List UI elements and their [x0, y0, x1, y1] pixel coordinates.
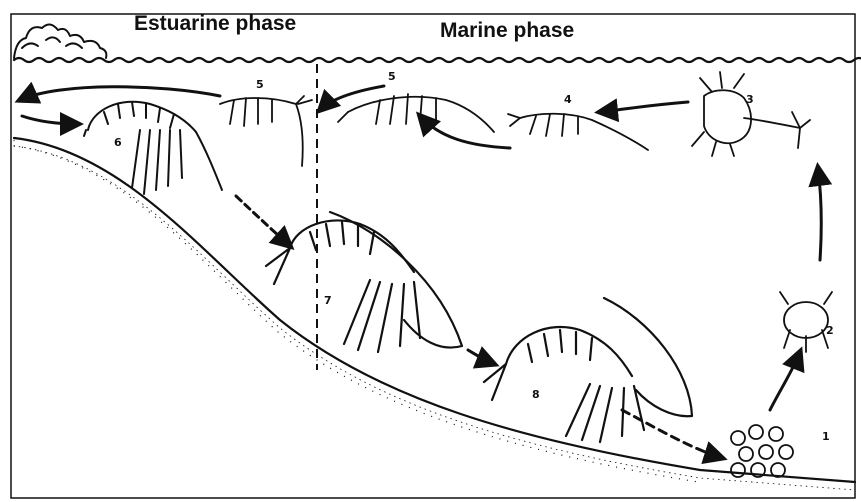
water-surface [14, 58, 861, 62]
postlarva-estuary [220, 96, 312, 166]
stage-number-5-marine: 5 [388, 70, 396, 83]
marine-phase-label: Marine phase [440, 19, 574, 43]
arrow-adult-to-eggs [622, 410, 722, 458]
arrow-mysis-to-postlarva [420, 116, 510, 148]
arrow-postlarva-to-estuary [20, 87, 220, 100]
protozoea-larva [692, 72, 810, 156]
stage-number-4: 4 [564, 93, 572, 106]
stage-number-7: 7 [324, 294, 332, 307]
arrow-subadult-to-adult [468, 350, 494, 364]
eggs-cluster [731, 425, 793, 477]
nauplius-larva [780, 292, 832, 352]
stage-number-3: 3 [746, 93, 754, 106]
stage-number-1: 1 [822, 430, 830, 443]
postlarva-marine [338, 94, 494, 132]
adult-shrimp [484, 298, 692, 442]
stage-number-5-estuary: 5 [256, 78, 264, 91]
arrow-eggs-to-nauplius [770, 352, 800, 410]
stage-number-2: 2 [826, 324, 834, 337]
arrow-nauplius-to-protozoea [818, 168, 821, 260]
arrow-protozoea-to-mysis [600, 102, 688, 112]
arrow-postlarva-marine-to-estuary [320, 86, 384, 110]
shore-vegetation [14, 24, 106, 58]
arrow-juvenile-to-subadult [236, 196, 290, 246]
cycle-arrows [20, 86, 821, 458]
estuarine-phase-label: Estuarine phase [134, 12, 296, 36]
stage-number-6: 6 [114, 136, 122, 149]
juvenile-shrimp [84, 102, 222, 194]
mysis-larva [508, 114, 648, 150]
arrow-to-juvenile [22, 116, 78, 124]
sea-floor [14, 138, 855, 490]
stage-number-8: 8 [532, 388, 540, 401]
